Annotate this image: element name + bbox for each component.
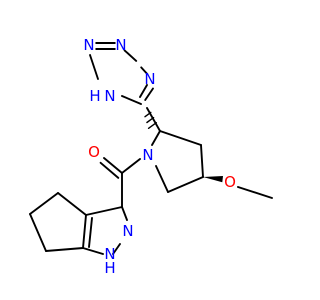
atom-o-methoxy: O: [224, 173, 236, 191]
atom-nh-pyrazole: N: [104, 245, 115, 263]
bond-c6-c7a: [45, 247, 84, 252]
bond-n-carbonyl-c: [121, 158, 141, 174]
hash-1: [144, 111, 152, 118]
bond-c3a-c3: [85, 206, 123, 216]
bond-c3-n4: [140, 66, 148, 75]
bond-c4-c5: [29, 192, 59, 215]
carbonyl-group: [99, 157, 141, 208]
bond-c3-n2: [121, 206, 128, 221]
cyclopentane-ring: [29, 192, 87, 252]
atom-labels: N N N N H N O O N N H: [83, 36, 236, 277]
bond-c7a-c3a-b: [88, 217, 93, 248]
atom-o-carbonyl: O: [88, 143, 100, 161]
triazole-ring: [89, 42, 154, 105]
pyrrolidine-ring: [151, 130, 204, 193]
stereo-bond-c2: [144, 107, 164, 134]
atom-h-triazole: H: [89, 87, 100, 105]
bond-o-ch3: [237, 186, 273, 199]
hash-3: [147, 121, 158, 130]
atom-h-pyrazole: H: [104, 259, 115, 277]
bond-co-double-a: [103, 157, 123, 174]
wedge-bond-methoxy: [203, 176, 223, 183]
atom-n-triazole-right: N: [144, 70, 155, 88]
bond-n4-c5-a: [139, 84, 148, 98]
bond-c7a-c3a-a: [82, 214, 87, 249]
molecule-structure: N N N N H N O O N N H: [29, 36, 273, 277]
hash-2: [146, 116, 155, 124]
bond-c3-c4: [200, 144, 204, 178]
bond-co-double-b: [99, 161, 120, 179]
atom-n-pyrazole: N: [122, 222, 133, 240]
atom-n-triazole-top: N: [83, 36, 94, 54]
bond-c5-c6: [29, 213, 47, 252]
bond-triazole-pyrrolidine-c2: [146, 107, 161, 132]
atom-n-triazole-upper-right: N: [115, 36, 126, 54]
bond-c3a-c4: [57, 192, 87, 216]
bond-n1h-c7a: [82, 247, 104, 255]
bond-n-c2: [151, 130, 161, 146]
bond-n1h-n1: [89, 54, 99, 80]
atom-nh-triazole: N: [104, 87, 115, 105]
bond-c5-n: [155, 165, 169, 193]
bond-n2-n1h: [112, 243, 121, 255]
bond-n2-c3: [123, 49, 138, 62]
molecule-svg: N N N N H N O O N N H: [29, 36, 273, 277]
bond-c2-c3: [159, 130, 202, 146]
bond-n4-c5-b: [144, 87, 154, 101]
pyrazole-ring: [82, 206, 128, 255]
methoxy-group: [203, 176, 273, 199]
bond-c5-n1h: [121, 95, 142, 105]
bond-c4-c5: [167, 176, 204, 193]
atom-n-pyrrolidine: N: [142, 146, 153, 164]
